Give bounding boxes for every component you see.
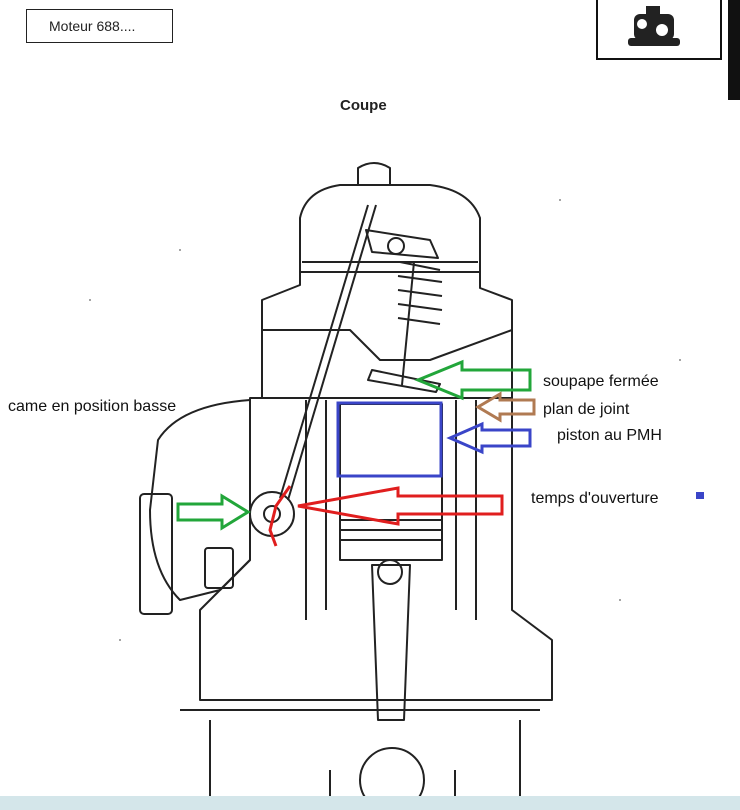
- valve-stem: [401, 261, 415, 386]
- camshaft-lobe: [249, 491, 295, 537]
- label-cam-low: came en position basse: [8, 398, 177, 415]
- section-title: Coupe: [340, 97, 387, 114]
- green-arrow-valve: [414, 359, 532, 401]
- valve-spring: [397, 261, 443, 325]
- oil-cap: [357, 162, 391, 184]
- red-arrow-timing: [297, 486, 504, 526]
- crankshaft-journal: [359, 747, 425, 810]
- piston: [339, 403, 443, 561]
- brown-arrow-gasket: [475, 391, 536, 423]
- engine-thumbnail-icon: [628, 6, 680, 46]
- pushrod: [287, 204, 377, 501]
- green-arrow-cam: [176, 493, 251, 531]
- blue-square-icon: [696, 492, 704, 499]
- blue-arrow-piston: [446, 421, 532, 455]
- connecting-rod: [371, 564, 411, 721]
- side-housing: [149, 399, 251, 601]
- label-piston-tdc: piston au PMH: [557, 427, 662, 444]
- label-gasket-plane: plan de joint: [543, 401, 630, 418]
- rocker-cover: [299, 184, 481, 273]
- label-valve-closed: soupape fermée: [543, 373, 659, 390]
- tensioner: [204, 547, 234, 589]
- piston-highlight-box: [336, 401, 443, 478]
- bottom-strip: [0, 796, 740, 810]
- side-pulley: [139, 493, 173, 615]
- cylinder-head: [261, 271, 513, 399]
- label-opening-time: temps d'ouverture: [531, 490, 659, 507]
- page-edge-bar: [728, 0, 740, 100]
- red-cam-curve: [268, 485, 292, 547]
- title-box: Moteur 688....: [26, 9, 173, 43]
- rocker-arm: [365, 229, 439, 259]
- engine-thumbnail-frame: [596, 0, 722, 60]
